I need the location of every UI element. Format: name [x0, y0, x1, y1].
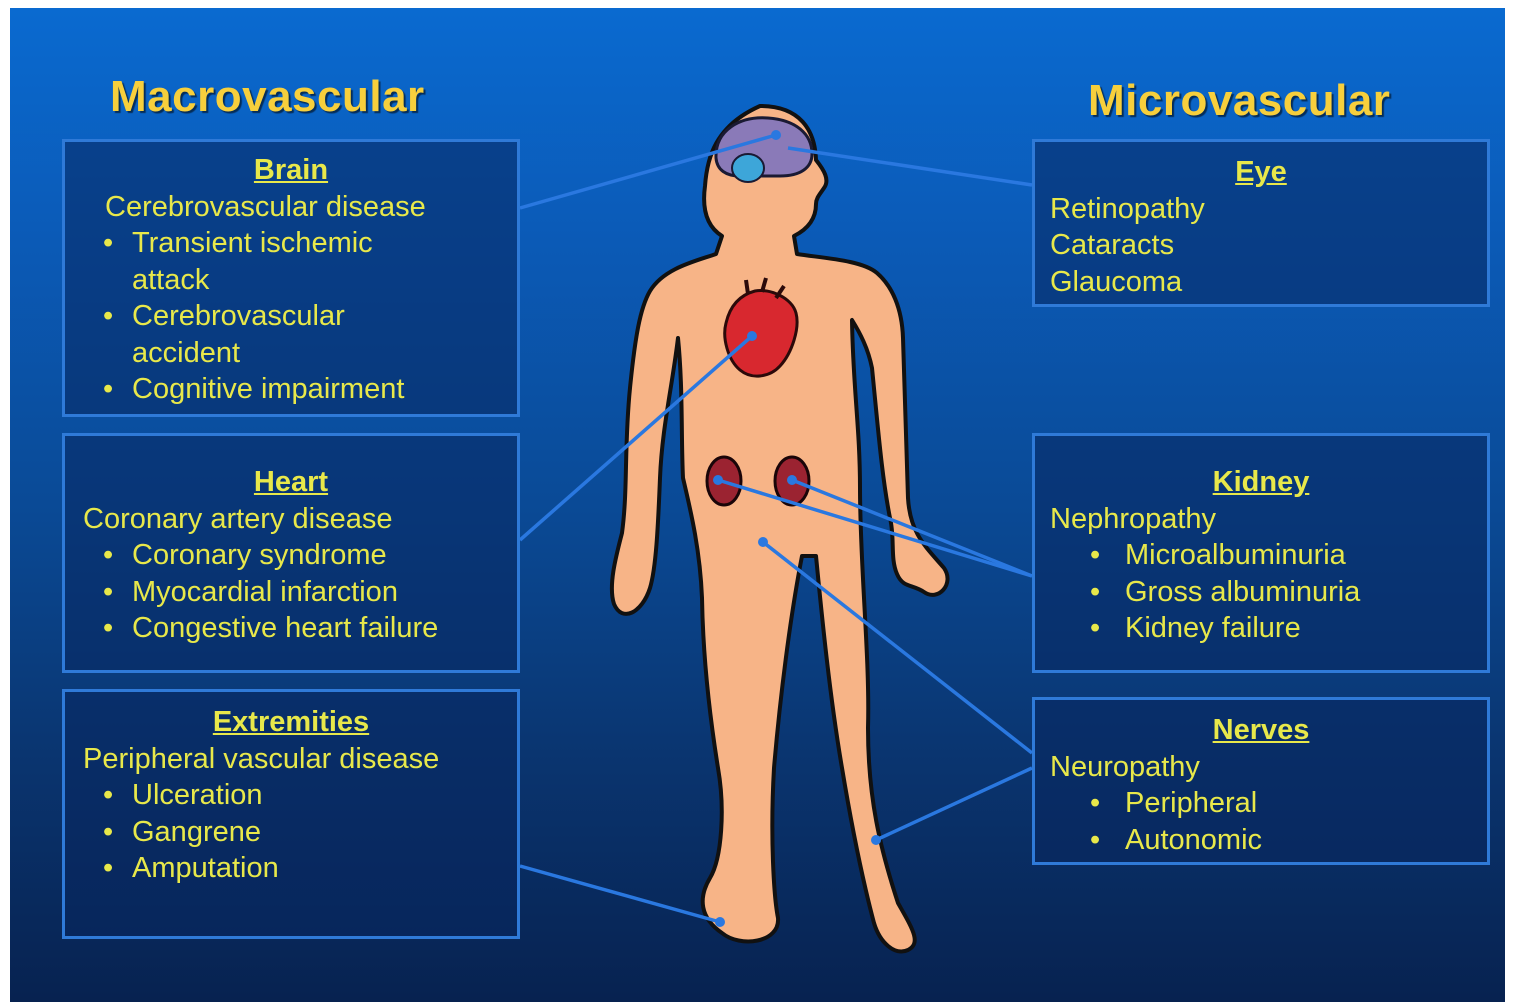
list-item: Myocardial infarction: [65, 574, 517, 611]
list-item: Kidney failure: [1035, 610, 1487, 647]
dot-nerve-leg: [871, 835, 881, 845]
dot-heart: [747, 331, 757, 341]
box-kidney: Kidney Nephropathy Microalbuminuria Gros…: [1032, 433, 1490, 673]
dot-kidney-right: [787, 475, 797, 485]
dot-kidney-left: [713, 475, 723, 485]
box-eye-line: Glaucoma: [1035, 264, 1487, 301]
list-item: Cognitive impairment: [65, 371, 517, 408]
box-kidney-subtitle: Nephropathy: [1035, 501, 1487, 538]
body-silhouette: [612, 106, 948, 951]
list-item: Congestive heart failure: [65, 610, 517, 647]
dot-brain: [771, 130, 781, 140]
dot-foot: [715, 917, 725, 927]
box-kidney-title: Kidney: [1035, 464, 1487, 501]
box-nerves-list: Peripheral Autonomic: [1035, 785, 1487, 858]
list-item: Cerebrovascular accident: [65, 298, 392, 371]
box-nerves-title: Nerves: [1035, 712, 1487, 749]
box-eye: Eye Retinopathy Cataracts Glaucoma: [1032, 139, 1490, 307]
box-extremities-subtitle: Peripheral vascular disease: [65, 741, 517, 778]
slide: Macrovascular Microvascular: [10, 8, 1505, 1002]
list-item: Transient ischemic attack: [65, 225, 412, 298]
box-brain-list: Transient ischemic attack Cerebrovascula…: [65, 225, 517, 408]
box-heart-list: Coronary syndrome Myocardial infarction …: [65, 537, 517, 647]
connector-extremities: [520, 866, 720, 922]
list-item: Autonomic: [1035, 822, 1487, 859]
list-item: Amputation: [65, 850, 517, 887]
box-brain-subtitle: Cerebrovascular disease: [65, 189, 517, 226]
box-brain-title: Brain: [65, 152, 517, 189]
box-extremities-title: Extremities: [65, 704, 517, 741]
list-item: Peripheral: [1035, 785, 1487, 822]
list-item: Ulceration: [65, 777, 517, 814]
list-item: Microalbuminuria: [1035, 537, 1487, 574]
box-nerves: Nerves Neuropathy Peripheral Autonomic: [1032, 697, 1490, 865]
box-brain: Brain Cerebrovascular disease Transient …: [62, 139, 520, 417]
box-nerves-subtitle: Neuropathy: [1035, 749, 1487, 786]
box-heart-subtitle: Coronary artery disease: [65, 501, 517, 538]
connector-nerves-lower: [876, 768, 1032, 840]
box-eye-title: Eye: [1035, 154, 1487, 191]
list-item: Gangrene: [65, 814, 517, 851]
box-heart: Heart Coronary artery disease Coronary s…: [62, 433, 520, 673]
box-heart-title: Heart: [65, 464, 517, 501]
list-item: Gross albuminuria: [1035, 574, 1487, 611]
box-extremities-list: Ulceration Gangrene Amputation: [65, 777, 517, 887]
box-eye-line: Cataracts: [1035, 227, 1487, 264]
list-item: Coronary syndrome: [65, 537, 517, 574]
box-kidney-list: Microalbuminuria Gross albuminuria Kidne…: [1035, 537, 1487, 647]
dot-nerve-thigh: [758, 537, 768, 547]
box-extremities: Extremities Peripheral vascular disease …: [62, 689, 520, 939]
box-eye-line: Retinopathy: [1035, 191, 1487, 228]
